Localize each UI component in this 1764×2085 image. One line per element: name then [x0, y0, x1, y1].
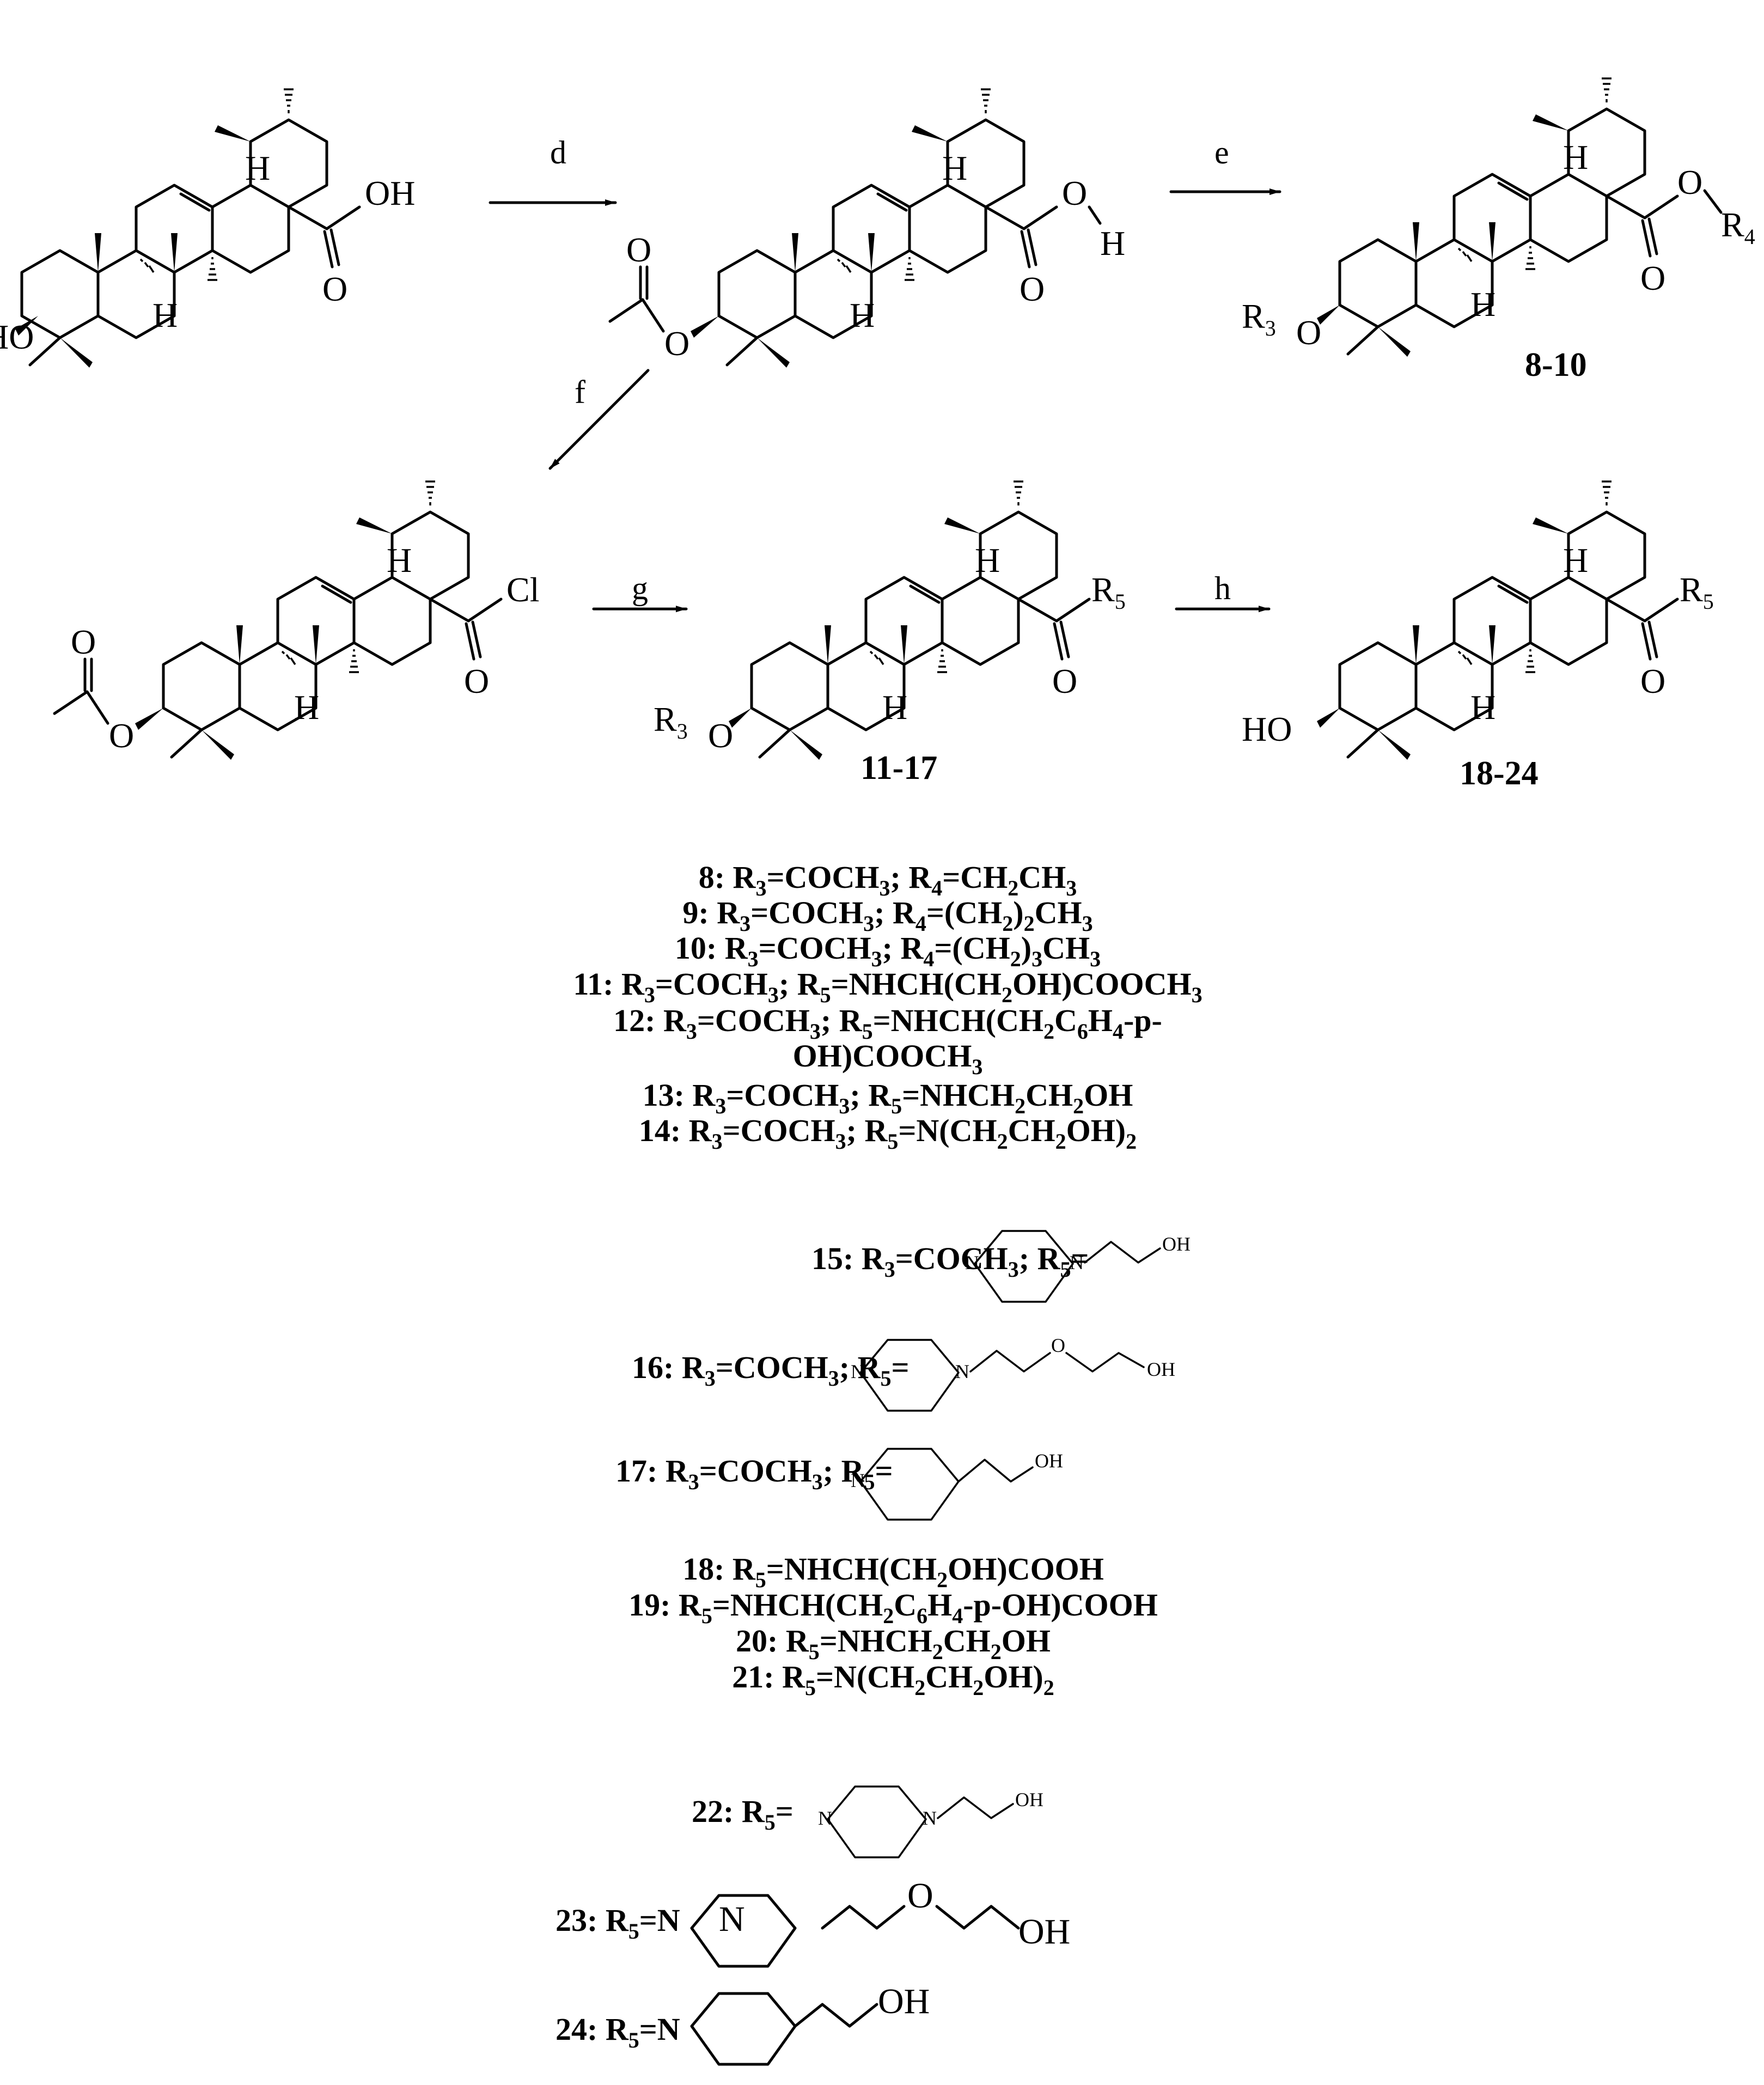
legend-line-11: 11: R3=COCH3; R5=NHCH(CH2OH)COOCH3 [573, 966, 1202, 1007]
r5-label: R5 [1091, 570, 1126, 614]
legend-line-15: 15: R3=COCH3; R5= [811, 1241, 1089, 1282]
atom-oh: OH [1147, 1358, 1175, 1380]
r5-label: R5 [1680, 570, 1714, 614]
reagent-h: h [1214, 570, 1231, 606]
starting-material: HO H H OH O [0, 89, 415, 368]
r3-label: R3 [1242, 297, 1276, 340]
atom-oh: OH [1018, 1912, 1070, 1952]
atom-h: H [1563, 138, 1588, 176]
atom-h: H [942, 149, 967, 187]
ester-products: H H O R3 O R4 O [1242, 78, 1755, 357]
atom-n: N [818, 1807, 832, 1829]
legend-line-24: 24: R5=N [556, 2011, 680, 2052]
legend-line-20: 20: R5=NHCH2CH2OH [736, 1623, 1051, 1664]
atom-h: H [387, 541, 412, 580]
legend-line-12b: OH)COOCH3 [793, 1038, 983, 1079]
atom-n: N [1070, 1252, 1084, 1273]
atom-n: N [851, 1361, 865, 1382]
legend-line-21: 21: R5=N(CH2CH2OH)2 [732, 1659, 1054, 1700]
atom-o: O [664, 324, 689, 363]
atom-oh: OH [1035, 1450, 1063, 1472]
atom-n: N [955, 1361, 969, 1382]
atom-h: H [1470, 285, 1496, 324]
reagent-d: d [550, 135, 566, 170]
arrow-f [548, 369, 650, 470]
reagent-e: e [1214, 135, 1229, 170]
amide-products-free: H H HO R5 O [1242, 481, 1714, 760]
legend-line-14: 14: R3=COCH3; R5=N(CH2CH2OH)2 [639, 1113, 1137, 1154]
atom-o: O [1296, 313, 1321, 352]
atom-o: O [1062, 174, 1087, 212]
atom-oh: OH [365, 174, 415, 212]
substituent-17-structure: N OH [851, 1448, 1063, 1521]
atom-o: O [71, 623, 96, 661]
r4-label: R4 [1721, 205, 1755, 249]
reagent-g: g [632, 570, 648, 606]
atom-o: O [109, 716, 134, 755]
atom-o: O [464, 662, 489, 700]
legend-line-13: 13: R3=COCH3; R5=NHCH2CH2OH [643, 1077, 1133, 1118]
substituent-15-structure: N N OH [965, 1230, 1191, 1303]
acetyl-intermediate: H H O O O H O [608, 89, 1125, 368]
substituent-22-structure: N N OH [818, 1785, 1043, 1858]
legend-line-18: 18: R5=NHCH(CH2OH)COOH [682, 1551, 1104, 1592]
atom-h: H [975, 541, 1000, 580]
label-8-10: 8-10 [1525, 346, 1587, 383]
atom-n: N [965, 1252, 979, 1273]
substituent-24-structure: OH [690, 1982, 930, 2066]
label-11-17: 11-17 [860, 749, 937, 787]
atom-n: N [851, 1470, 865, 1491]
legend-line-23: 23: R5=N [556, 1903, 680, 1943]
atom-o: O [708, 716, 733, 755]
legend-line-12a: 12: R3=COCH3; R5=NHCH(CH2C6H4-p- [613, 1003, 1162, 1044]
atom-h: H [245, 149, 270, 187]
substituent-23-structure: N O OH [690, 1876, 1070, 1968]
label-18-24: 18-24 [1460, 755, 1539, 792]
atom-o: O [1051, 1334, 1065, 1356]
substituent-16-structure: N N O OH [851, 1334, 1175, 1412]
r3-label: R3 [654, 700, 688, 743]
atom-h: H [850, 296, 875, 334]
atom-h: H [294, 688, 319, 727]
atom-h: H [1100, 224, 1125, 263]
atom-o: O [1640, 259, 1665, 297]
atom-o: O [322, 270, 347, 308]
atom-h: H [1470, 688, 1496, 727]
atom-oh: OH [1162, 1233, 1191, 1255]
acid-chloride: H H O O Cl O [53, 481, 539, 760]
legend-line-9: 9: R3=COCH3; R4=(CH2)2CH3 [682, 895, 1092, 936]
atom-h: H [1563, 541, 1588, 580]
legend-line-10: 10: R3=COCH3; R4=(CH2)3CH3 [675, 930, 1101, 971]
atom-oh: OH [878, 1982, 930, 2021]
atom-o: O [1640, 662, 1665, 700]
legend-line-17: 17: R3=COCH3; R5= [615, 1453, 893, 1494]
legend-line-19: 19: R5=NHCH(CH2C6H4-p-OH)COOH [628, 1587, 1158, 1628]
atom-ho: HO [1242, 710, 1292, 748]
atom-o: O [1020, 270, 1045, 308]
atom-cl: Cl [506, 570, 539, 609]
atom-o: O [1052, 662, 1077, 700]
legend-line-22: 22: R5= [692, 1794, 794, 1834]
atom-oh: OH [1015, 1789, 1043, 1810]
atom-h: H [152, 296, 178, 334]
atom-o: O [1677, 163, 1702, 202]
atom-n: N [719, 1899, 745, 1939]
legend-line-16: 16: R3=COCH3; R5= [632, 1350, 910, 1391]
atom-n: N [923, 1807, 937, 1829]
amide-products-acetyl: H H O R3 R5 O [654, 481, 1126, 760]
legend-line-8: 8: R3=COCH3; R4=CH2CH3 [699, 859, 1077, 900]
atom-h: H [882, 688, 907, 727]
atom-o: O [907, 1876, 933, 1916]
reagent-f: f [575, 374, 585, 410]
atom-o: O [626, 230, 651, 269]
